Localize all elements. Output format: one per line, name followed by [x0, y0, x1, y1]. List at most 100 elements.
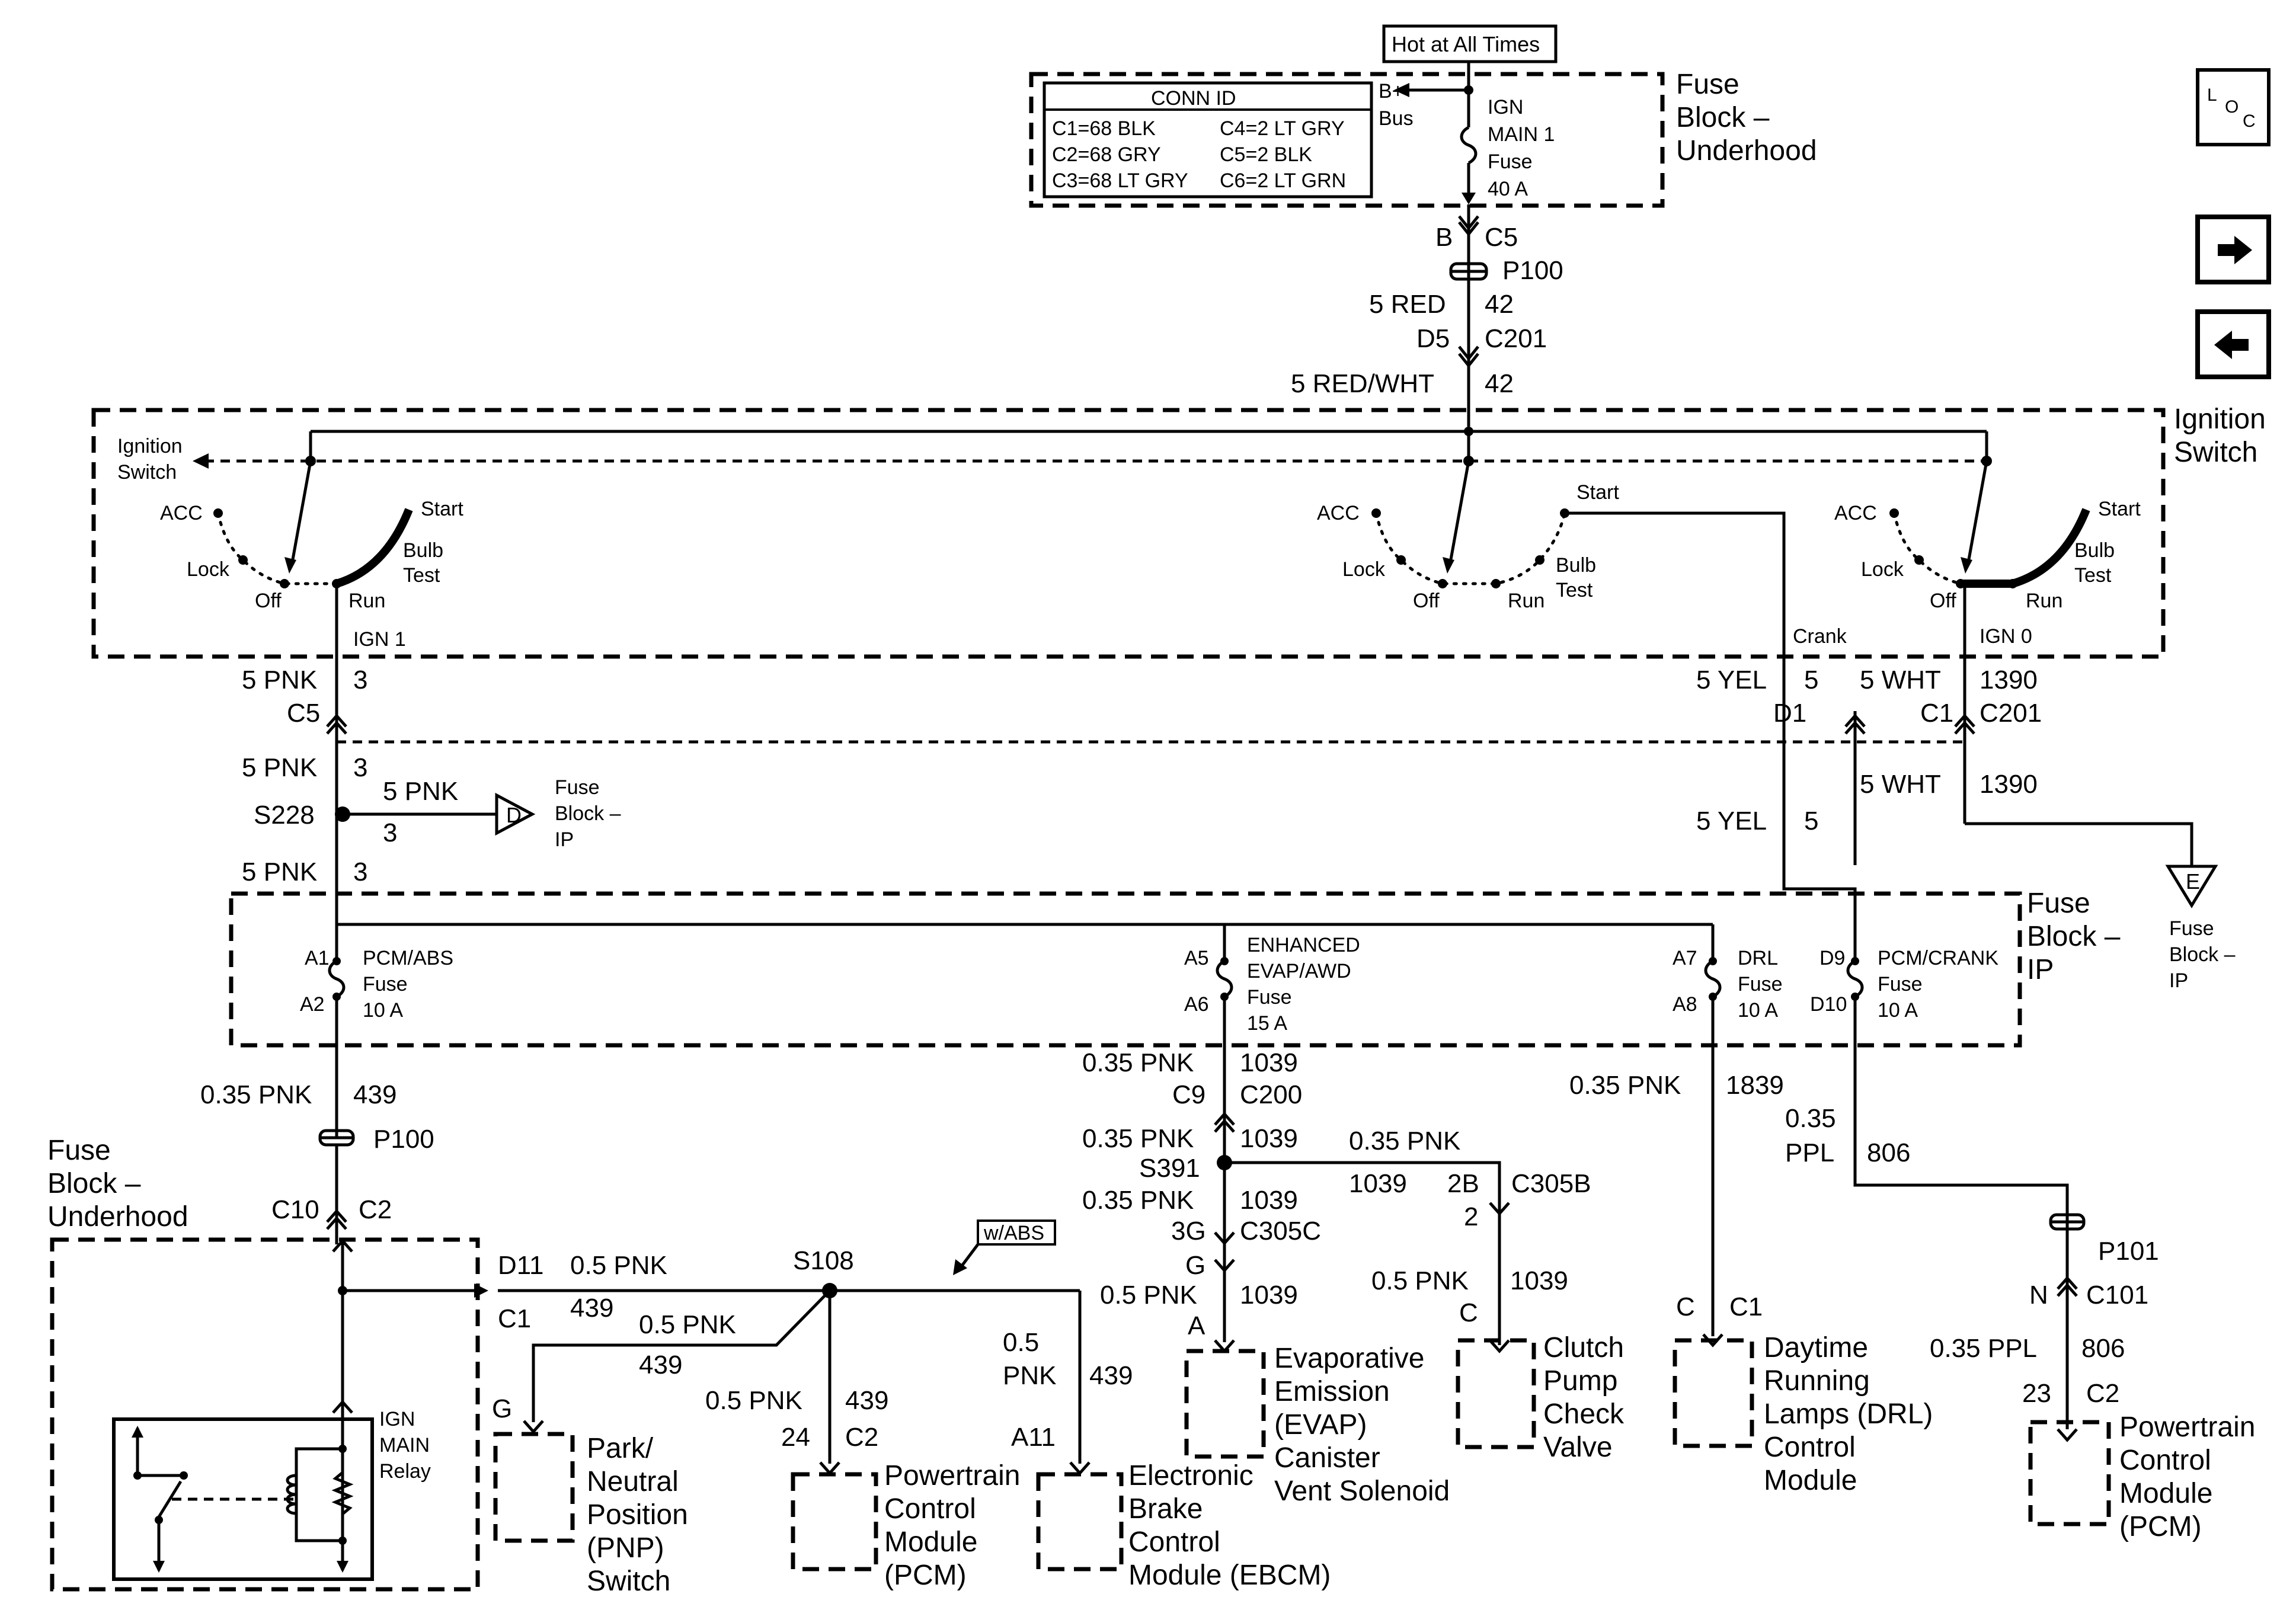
pos-test-2: Test — [1556, 579, 1593, 601]
ign-main-relay — [112, 1238, 488, 1581]
back-arrow-button[interactable] — [2195, 309, 2271, 379]
svg-text:MAIN 1: MAIN 1 — [1488, 123, 1555, 146]
pos-run-3: Run — [2026, 590, 2062, 612]
label-pnk-d2: PNK — [1003, 1361, 1056, 1390]
fuse-block-ip-box — [229, 891, 2022, 1048]
label-42-lower: 42 — [1485, 369, 1514, 398]
left-arrow-icon — [2231, 339, 2249, 351]
pcm-box-1 — [791, 1472, 878, 1571]
svg-text:(PNP): (PNP) — [587, 1532, 664, 1564]
svg-text:Fuse: Fuse — [1488, 151, 1533, 173]
label-1039-f: 1039 — [1510, 1266, 1568, 1295]
fuse-evap-a6: A6 — [1184, 993, 1209, 1016]
pnp-switch-label: Park/ Neutral Position (PNP) Switch — [587, 1433, 688, 1597]
label-05pnk-a: 0.5 PNK — [570, 1251, 667, 1280]
pcm-box-2 — [2028, 1420, 2111, 1526]
svg-text:C2=68 GRY: C2=68 GRY — [1052, 143, 1161, 166]
svg-text:C1=68 BLK: C1=68 BLK — [1052, 117, 1156, 140]
svg-text:C3=68 LT GRY: C3=68 LT GRY — [1052, 169, 1188, 192]
svg-text:Daytime: Daytime — [1764, 1332, 1868, 1363]
label-3g: 3G — [1171, 1217, 1206, 1246]
svg-text:Control: Control — [1128, 1526, 1220, 1558]
svg-text:Brake: Brake — [1128, 1493, 1203, 1525]
ebcm-label: Electronic Brake Control Module (EBCM) — [1128, 1460, 1331, 1591]
pos-acc-3: ACC — [1834, 502, 1877, 524]
label-c201-b: C201 — [1980, 699, 2042, 728]
svg-text:Switch: Switch — [587, 1566, 670, 1597]
label-a-evap: A — [1188, 1311, 1205, 1340]
forward-arrow-button[interactable] — [2195, 215, 2271, 284]
label-5pnk-d: 5 PNK — [242, 857, 317, 886]
label-c5-top: C5 — [1485, 223, 1518, 252]
b-plus-bus: B+ Bus — [1379, 80, 1473, 130]
label-s391: S391 — [1139, 1154, 1200, 1183]
pcm-abs-circuit — [318, 1129, 355, 1244]
pos-run-1: Run — [348, 590, 385, 612]
label-3-c: 3 — [383, 818, 397, 847]
ignition-switch-side-1: Ignition — [117, 435, 183, 457]
label-p100-b: P100 — [373, 1125, 434, 1154]
fuse-pcm-abs — [328, 957, 346, 1138]
fuse-pcmcrank-d10: D10 — [1810, 993, 1847, 1016]
pos-test-3: Test — [2074, 564, 2112, 587]
ignition-switch-box — [91, 408, 2166, 659]
svg-text:C6=2 LT GRN: C6=2 LT GRN — [1220, 169, 1346, 192]
svg-text:Emission: Emission — [1274, 1376, 1390, 1407]
svg-text:Control: Control — [1764, 1432, 1856, 1463]
switch-section-ign0 — [1889, 460, 2090, 711]
label-5red: 5 RED — [1369, 290, 1446, 319]
label-5yel-a: 5 YEL — [1696, 665, 1767, 694]
label-g-pnp: G — [492, 1394, 512, 1423]
svg-text:IGN: IGN — [1488, 96, 1523, 119]
svg-text:Electronic: Electronic — [1128, 1460, 1253, 1491]
label-035pnk-1039-a: 0.35 PNK — [1082, 1048, 1194, 1077]
label-a11: A11 — [1011, 1423, 1056, 1452]
fuse-block-underhood-top-box — [1029, 72, 1665, 208]
evap-solenoid-label: Evaporative Emission (EVAP) Canister Ven… — [1274, 1343, 1450, 1507]
label-035pnk-1039-b: 0.35 PNK — [1082, 1124, 1194, 1153]
label-05pnk-f: 0.5 PNK — [1371, 1266, 1469, 1295]
switch-section-crank — [1371, 460, 1857, 948]
fuse-block-ip-d-2: Block – — [555, 802, 621, 825]
label-c2-c: C2 — [2086, 1379, 2119, 1408]
ebcm-box — [1036, 1472, 1124, 1571]
pos-start-1: Start — [421, 498, 463, 520]
locator-icon[interactable]: L O C — [2196, 68, 2271, 146]
label-c5-b: C5 — [287, 699, 320, 728]
svg-text:Block –: Block – — [1676, 102, 1770, 133]
label-1039-d: 1039 — [1349, 1169, 1407, 1198]
label-1039-b: 1039 — [1240, 1124, 1298, 1153]
svg-text:Neutral: Neutral — [587, 1466, 679, 1497]
fuse-evap-name1: ENHANCED — [1247, 934, 1360, 956]
fuse-evap-awd — [1216, 957, 1233, 1114]
label-ppl-2: PPL — [1785, 1138, 1834, 1167]
label-3-b: 3 — [353, 753, 367, 782]
pos-bulb-3: Bulb — [2074, 539, 2115, 562]
label-s108: S108 — [793, 1246, 854, 1275]
ign-main-1-fuse: IGN MAIN 1 Fuse 40 A — [1460, 62, 1555, 204]
fuse-evap-fuse: Fuse — [1247, 986, 1292, 1009]
svg-text:Check: Check — [1543, 1398, 1625, 1430]
fuse-block-ip-d-3: IP — [555, 828, 574, 851]
svg-text:Control: Control — [2119, 1445, 2211, 1476]
svg-text:(PCM): (PCM) — [884, 1560, 967, 1591]
label-05pnk-b: 0.5 PNK — [639, 1310, 736, 1339]
svg-text:(EVAP): (EVAP) — [1274, 1409, 1367, 1441]
pnk-feed-circuit — [335, 711, 536, 924]
svg-text:Bus: Bus — [1379, 107, 1414, 130]
label-1039-e: 1039 — [1240, 1281, 1298, 1310]
w-abs-callout — [953, 1219, 1056, 1275]
drl-module-box — [1673, 1338, 1754, 1448]
relay-label-2: MAIN — [379, 1434, 430, 1457]
svg-text:Lamps (DRL): Lamps (DRL) — [1764, 1398, 1933, 1430]
fuse-block-underhood-left-1: Fuse — [47, 1135, 111, 1166]
fuse-block-ip-title-1: Fuse — [2027, 888, 2090, 919]
label-p100-top: P100 — [1502, 256, 1563, 285]
connector-e-letter: E — [2186, 869, 2200, 894]
label-c2-a: C2 — [359, 1195, 392, 1224]
fuse-drl-a8: A8 — [1673, 993, 1697, 1016]
label-3-a: 3 — [353, 665, 367, 694]
pos-acc-2: ACC — [1317, 502, 1360, 524]
label-c201-top: C201 — [1485, 324, 1547, 353]
